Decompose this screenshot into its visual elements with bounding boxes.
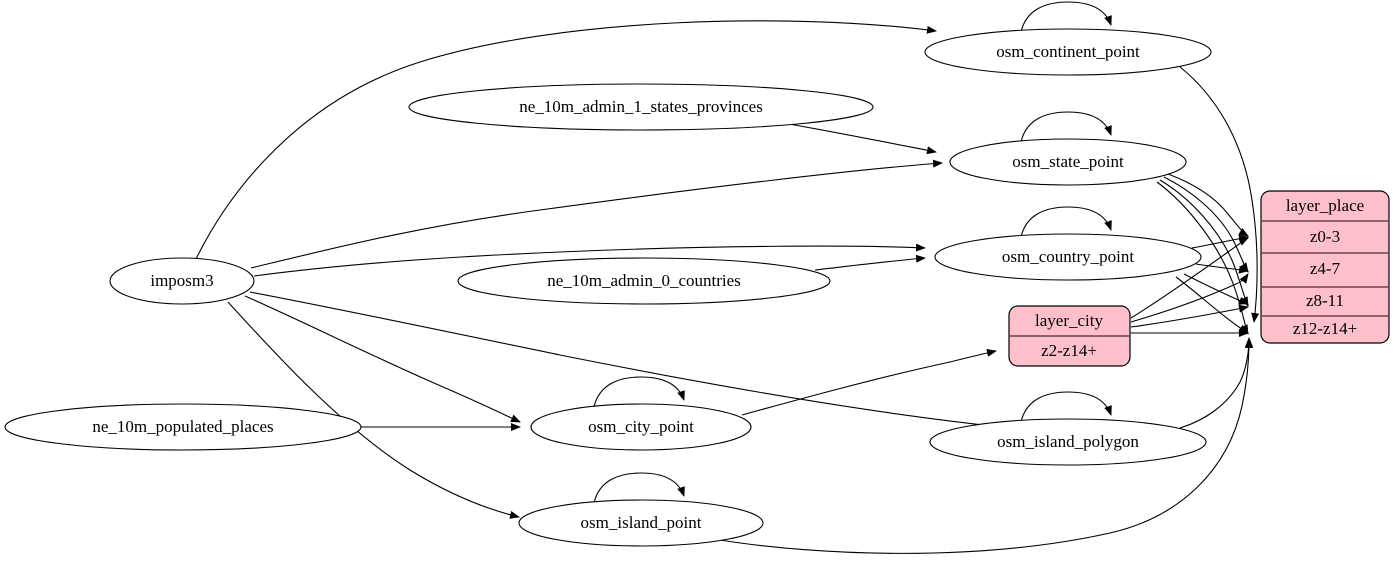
edge-imposm3-to-osm-continent-point [195, 20, 937, 260]
record-shape [1260, 190, 1390, 344]
edge-osm-state-point-to-layer-place-z12 [1156, 181, 1249, 335]
node-shape [4, 403, 362, 451]
edge-ne-states-to-osm-state-point [788, 123, 937, 155]
edge-layer-city-to-layer-place-z8 [1130, 304, 1249, 328]
edge-osm-country-point-to-layer-place-z12 [1175, 276, 1249, 334]
self-loop-osm-island-polygon [1020, 391, 1112, 423]
node-label: osm_country_point [1002, 247, 1134, 266]
edge-osm-city-point-to-layer-city [741, 348, 997, 416]
node-label: osm_state_point [1012, 152, 1124, 171]
node-shape [109, 257, 255, 305]
edge-osm-continent-point-to-layer-place-z12 [1179, 66, 1260, 323]
node-label: ne_10m_populated_places [92, 417, 273, 436]
node-shape [518, 499, 764, 547]
record-node-layer-place[interactable]: layer_place z0-3 z4-7 z8-11 z12-z14+ [1260, 190, 1390, 344]
self-loop-osm-country-point [1020, 206, 1112, 238]
table-node-osm-island-point[interactable]: osm_island_point [518, 499, 764, 547]
edge-osm-island-polygon-to-layer-place-z12 [1179, 337, 1253, 429]
self-loop-osm-island-point [593, 472, 685, 504]
record-header-label: layer_place [1286, 196, 1364, 215]
record-row-z0-3[interactable]: z0-3 [1310, 227, 1340, 246]
source-node-ne-10m-populated-places[interactable]: ne_10m_populated_places [4, 403, 362, 451]
edge-ne-countries-to-osm-country-point [814, 254, 926, 271]
edge-osm-island-point-to-layer-place-z12 [719, 338, 1253, 554]
node-label: ne_10m_admin_1_states_provinces [519, 97, 763, 116]
edge-layer [195, 20, 1260, 554]
record-header-label: layer_city [1035, 311, 1103, 330]
table-node-osm-island-polygon[interactable]: osm_island_polygon [929, 418, 1207, 466]
node-label: osm_continent_point [996, 42, 1140, 61]
record-row-z8-11[interactable]: z8-11 [1306, 291, 1344, 310]
edge-osm-country-point-to-layer-place-z4 [1195, 263, 1249, 274]
table-node-osm-state-point[interactable]: osm_state_point [949, 138, 1187, 186]
node-shape [949, 138, 1187, 186]
node-shape [929, 418, 1207, 466]
table-node-osm-continent-point[interactable]: osm_continent_point [924, 28, 1212, 76]
self-loop-osm-city-point [593, 376, 685, 408]
source-node-ne-10m-admin-0-countries[interactable]: ne_10m_admin_0_countries [457, 257, 831, 305]
table-node-osm-city-point[interactable]: osm_city_point [530, 403, 752, 451]
edge-imposm3-to-osm-island-polygon [249, 291, 1003, 431]
edge-osm-state-point-to-layer-place-z0 [1167, 173, 1249, 237]
node-label: osm_island_polygon [997, 432, 1139, 451]
edge-layer-city-to-layer-place-z0 [1130, 237, 1249, 319]
node-shape [530, 403, 752, 451]
node-label: osm_city_point [588, 417, 694, 436]
edge-imposm3-to-osm-island-point [227, 301, 520, 519]
record-row-z4-7[interactable]: z4-7 [1310, 259, 1341, 278]
self-loop-layer [593, 1, 1112, 504]
node-shape [924, 28, 1212, 76]
edge-imposm3-to-osm-city-point [244, 295, 521, 423]
node-label: imposm3 [150, 271, 213, 290]
node-shape [408, 83, 874, 131]
record-row-z12-z14[interactable]: z12-z14+ [1293, 319, 1357, 338]
source-node-ne-10m-admin-1-states-provinces[interactable]: ne_10m_admin_1_states_provinces [408, 83, 874, 131]
self-loop-osm-state-point [1020, 111, 1112, 143]
node-shape [934, 233, 1202, 281]
edge-osm-state-point-to-layer-place-z4 [1163, 176, 1249, 273]
edge-imposm3-to-osm-state-point [250, 159, 943, 269]
source-node-imposm3[interactable]: imposm3 [109, 257, 255, 305]
node-shape [457, 257, 831, 305]
edge-layer-city-to-layer-place-z4 [1130, 273, 1249, 323]
edge-osm-state-point-to-layer-place-z8 [1159, 179, 1249, 307]
record-node-layer-city[interactable]: layer_city z2-z14+ [1008, 305, 1131, 367]
record-row-z2-z14[interactable]: z2-z14+ [1041, 341, 1097, 360]
edge-osm-country-point-to-layer-place-z8 [1183, 273, 1249, 305]
table-node-osm-country-point[interactable]: osm_country_point [934, 233, 1202, 281]
node-label: osm_island_point [581, 513, 702, 532]
edge-imposm3-to-osm-country-point [253, 243, 926, 277]
node-label: ne_10m_admin_0_countries [547, 271, 741, 290]
self-loop-osm-continent-point [1020, 1, 1112, 33]
